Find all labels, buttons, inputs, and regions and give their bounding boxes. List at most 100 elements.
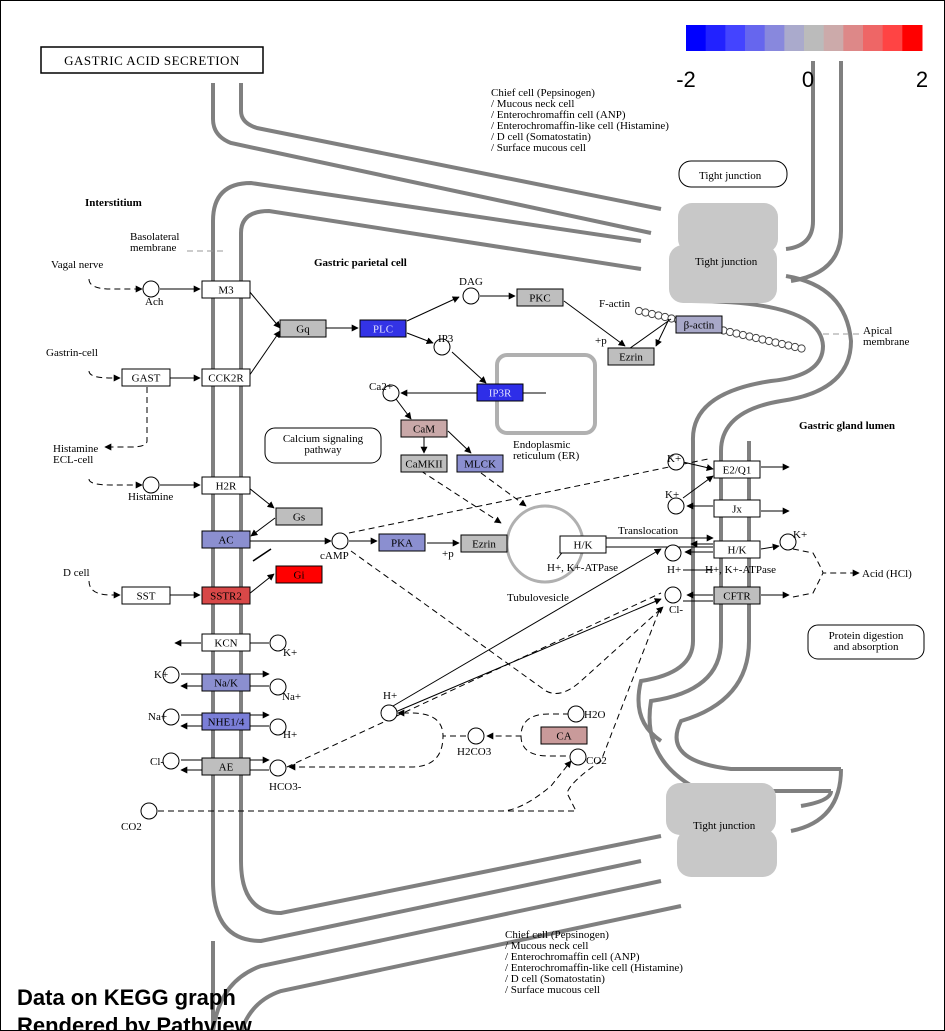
- gene-pkc[interactable]: PKC: [516, 288, 564, 307]
- compound-circle: [269, 718, 287, 736]
- compound-circle: [462, 287, 480, 305]
- legend-swatch: [725, 25, 746, 51]
- gene-label: PLC: [373, 324, 393, 336]
- gene-jx[interactable]: Jx: [713, 499, 761, 518]
- f-actin-bead: [751, 333, 761, 343]
- f-actin-bead: [732, 329, 741, 338]
- compound-p2: +p: [595, 335, 607, 347]
- f-actin-label: F-actin: [599, 298, 631, 310]
- gene-sstr2[interactable]: SSTR2: [201, 586, 251, 605]
- compound-hk-atpase1: H+, K+-ATPase: [547, 562, 618, 574]
- compound-circles: [140, 280, 797, 820]
- f-actin-bead: [738, 330, 748, 340]
- gene-cam[interactable]: CaM: [400, 419, 448, 438]
- tight-junction-label: Tight junction: [695, 256, 758, 268]
- gene-label: Gq: [296, 324, 310, 336]
- compound-circle: [142, 476, 160, 494]
- legend-swatch: [863, 25, 884, 51]
- gene-ip3r[interactable]: IP3R: [476, 383, 524, 402]
- gene-gast[interactable]: GAST: [121, 368, 171, 387]
- compound-co2b: CO2: [586, 755, 607, 767]
- gene-nhe[interactable]: NHE1/4: [201, 712, 251, 731]
- region-er: Endoplasmic: [513, 439, 571, 451]
- gene-ezrin2[interactable]: Ezrin: [607, 347, 655, 366]
- gene-gi[interactable]: Gi: [275, 565, 323, 584]
- source-gastrin-cell: Gastrin-cell: [46, 347, 98, 359]
- gene-label: SST: [137, 591, 156, 603]
- compound-k-nak: K+: [154, 669, 168, 681]
- legend-min: -2: [676, 67, 696, 92]
- gene-label: NHE1/4: [208, 717, 245, 729]
- source-vagal-nerve: Vagal nerve: [51, 259, 103, 271]
- region-gastric-gland-lumen: Gastric gland lumen: [799, 420, 895, 432]
- cell-types-top: Chief cell (Pepsinogen): [491, 87, 595, 99]
- compound-circle: [162, 666, 180, 684]
- legend-swatch: [705, 25, 726, 51]
- gene-m3[interactable]: M3: [201, 280, 251, 299]
- edges: [88, 278, 860, 812]
- gene-ac[interactable]: AC: [201, 530, 251, 549]
- gene-ca[interactable]: CA: [540, 726, 588, 745]
- tight-junction-label: Tight junction: [699, 170, 762, 182]
- compound-circle: [382, 384, 400, 402]
- compound-circle: [269, 759, 287, 777]
- legend-swatch: [882, 25, 903, 51]
- gene-label: CaMKII: [405, 459, 443, 471]
- compound-circle: [331, 532, 349, 550]
- gene-h2r[interactable]: H2R: [201, 476, 251, 495]
- f-actin-bead: [745, 332, 754, 341]
- translocation-label: Translocation: [618, 525, 679, 537]
- compound-ca: Ca2+: [369, 381, 393, 393]
- gene-pka[interactable]: PKA: [378, 533, 426, 552]
- gene-hk2[interactable]: H/K: [713, 540, 761, 559]
- gene-label: Ezrin: [619, 352, 643, 364]
- cell-types-top: / Surface mucous cell: [491, 142, 586, 154]
- gene-label: Gs: [293, 512, 305, 524]
- gene-label: CA: [556, 731, 571, 743]
- gene-label: GAST: [132, 373, 161, 385]
- f-actin-bead: [660, 312, 670, 322]
- gene-sst[interactable]: SST: [121, 586, 171, 605]
- gene-label: CaM: [413, 424, 435, 436]
- gene-ae[interactable]: AE: [201, 757, 251, 776]
- compound-circle: [667, 453, 685, 471]
- gene-label: H2R: [216, 481, 237, 493]
- gene-camkii[interactable]: CaMKII: [400, 454, 448, 473]
- gene-label: AE: [219, 762, 234, 774]
- gene-nak[interactable]: Na/K: [201, 673, 251, 692]
- legend-swatch: [804, 25, 825, 51]
- f-actin-bead: [647, 309, 657, 319]
- compound-ip3: IP3: [438, 333, 454, 345]
- gene-label: KCN: [214, 638, 237, 650]
- pathway-link-label: and absorption: [833, 641, 899, 653]
- tight-junction-label: Tight junction: [693, 820, 756, 832]
- gene-e2q1[interactable]: E2/Q1: [713, 460, 761, 479]
- gene-gq[interactable]: Gq: [279, 319, 327, 338]
- compound-co2a: CO2: [121, 821, 142, 833]
- gene-hk1[interactable]: H/K: [559, 535, 607, 554]
- gene-bactin[interactable]: β-actin: [675, 315, 723, 334]
- f-actin-bead: [634, 306, 644, 316]
- gene-mlck[interactable]: MLCK: [456, 454, 504, 473]
- region-apical-membrane: membrane: [863, 336, 910, 348]
- legend-swatch: [745, 25, 766, 51]
- legend-swatch: [823, 25, 844, 51]
- source-histamine-ecl-cell: Histamine: [53, 443, 98, 455]
- region-interstitium: Interstitium: [85, 197, 142, 209]
- gene-cftr[interactable]: CFTR: [713, 586, 761, 605]
- f-actin-bead: [641, 308, 650, 317]
- compound-cl-ae: Cl-: [150, 756, 164, 768]
- gene-plc[interactable]: PLC: [359, 319, 407, 338]
- legend-swatch: [686, 25, 707, 51]
- gene-cck2r[interactable]: CCK2R: [201, 368, 251, 387]
- compound-circle: [269, 634, 287, 652]
- gene-kcn[interactable]: KCN: [201, 633, 251, 652]
- gene-gs[interactable]: Gs: [275, 507, 323, 526]
- compound-circle: [433, 338, 451, 356]
- pathway-link-label: Protein digestion: [829, 630, 904, 642]
- gene-ezrin1[interactable]: Ezrin: [460, 534, 508, 553]
